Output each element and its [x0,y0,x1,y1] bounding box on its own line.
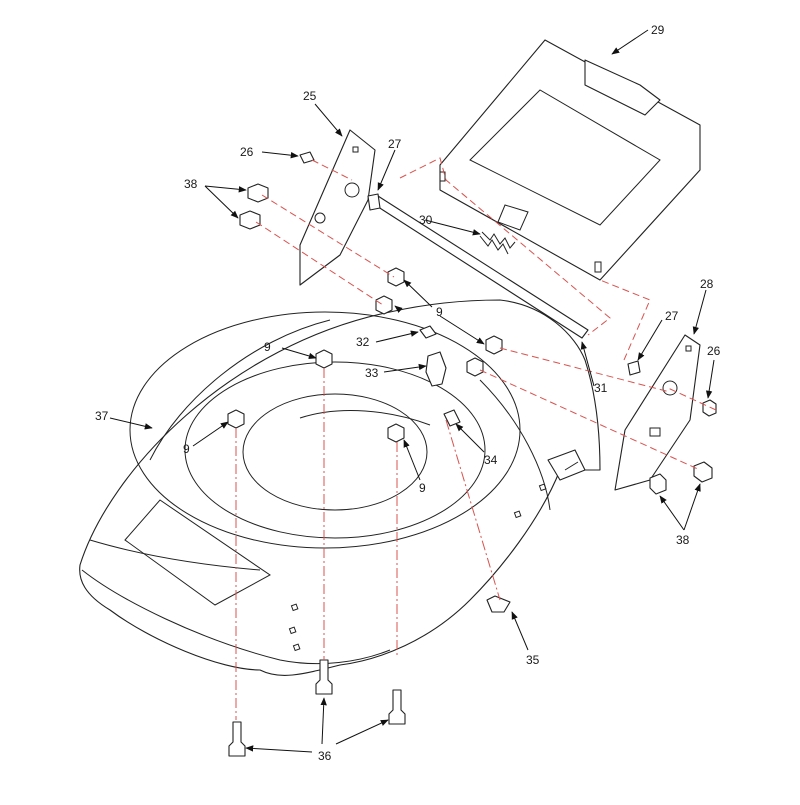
callout-27-left: 27 [388,137,402,151]
rear-flap [439,39,701,281]
callout-36: 36 [318,749,332,763]
bracket-left [299,129,376,286]
callout-25: 25 [303,89,317,103]
callout-labels: 25 26 27 38 29 30 9 32 33 31 9 9 9 34 37… [95,23,721,763]
callout-29: 29 [651,23,665,37]
callout-9-top: 9 [436,305,443,319]
callout-38-left: 38 [184,177,198,191]
callout-34: 34 [484,453,498,467]
spring [479,231,516,255]
callout-26-left: 26 [240,145,254,159]
bracket-right [614,334,701,491]
mower-deck [79,299,601,676]
assembly-guide-lines [235,157,717,720]
small-parts [228,151,717,757]
callout-30: 30 [419,213,433,227]
callout-9-center: 9 [419,481,426,495]
leader-lines [109,29,715,753]
nuts [227,267,503,443]
callout-31: 31 [594,381,608,395]
callout-33: 33 [365,366,379,380]
callout-27-right: 27 [665,309,679,323]
callout-9-left: 9 [264,340,271,354]
callout-32: 32 [356,335,370,349]
callout-38-right: 38 [676,533,690,547]
callout-35: 35 [526,653,540,667]
callout-9-front: 9 [183,442,190,456]
callout-37: 37 [95,409,109,423]
callout-26-right: 26 [707,344,721,358]
callout-28: 28 [700,277,714,291]
